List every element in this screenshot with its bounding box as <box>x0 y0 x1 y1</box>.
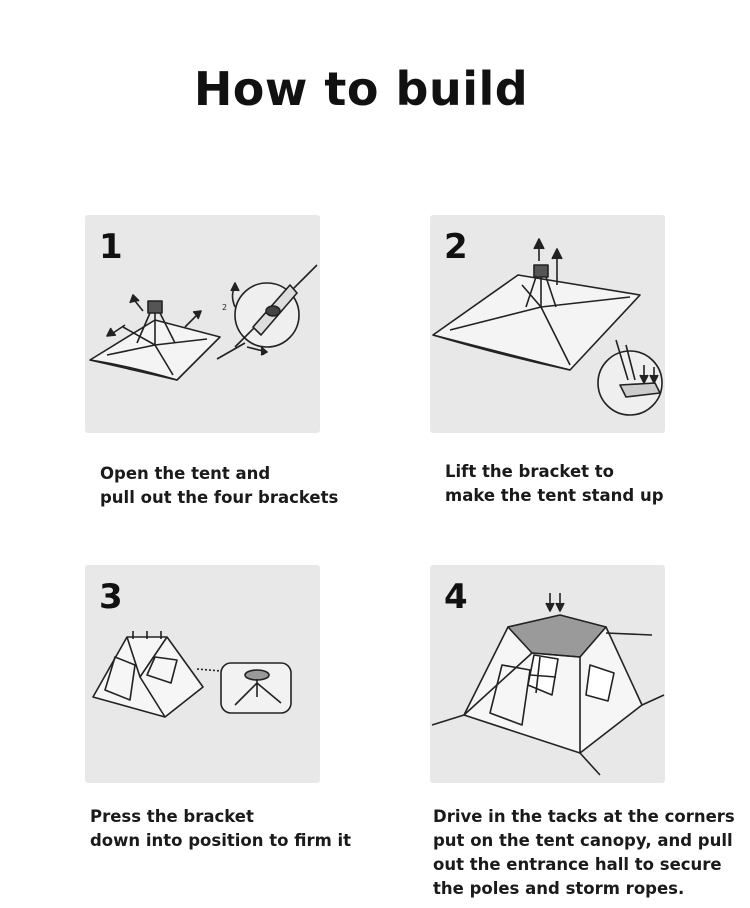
step-1-caption: Open the tent and pull out the four brac… <box>100 464 339 507</box>
step-3-caption: Press the bracket down into position to … <box>90 807 352 850</box>
step-4-number: 4 <box>444 577 468 617</box>
arrow-label-2: 2 <box>222 303 227 312</box>
page-title: How to build <box>193 62 529 116</box>
arrow-label-1: 1 <box>260 348 265 357</box>
step-1-illustration: 2 1 <box>89 264 318 381</box>
step-2-caption: Lift the bracket to make the tent stand … <box>445 462 664 505</box>
step-3-number: 3 <box>99 577 123 617</box>
step-2-illustration <box>432 238 663 416</box>
step-4-illustration <box>431 593 665 776</box>
step-3-illustration <box>92 631 292 718</box>
step-2-number: 2 <box>444 227 468 267</box>
step-2-panel: 2 <box>430 215 665 433</box>
step-4-panel: 4 <box>430 565 665 783</box>
step-1-number: 1 <box>99 227 123 267</box>
step-1-panel: 1 2 1 <box>85 215 320 433</box>
step-3-panel: 3 <box>85 565 320 783</box>
step-4-caption: Drive in the tacks at the corners put on… <box>433 807 735 898</box>
